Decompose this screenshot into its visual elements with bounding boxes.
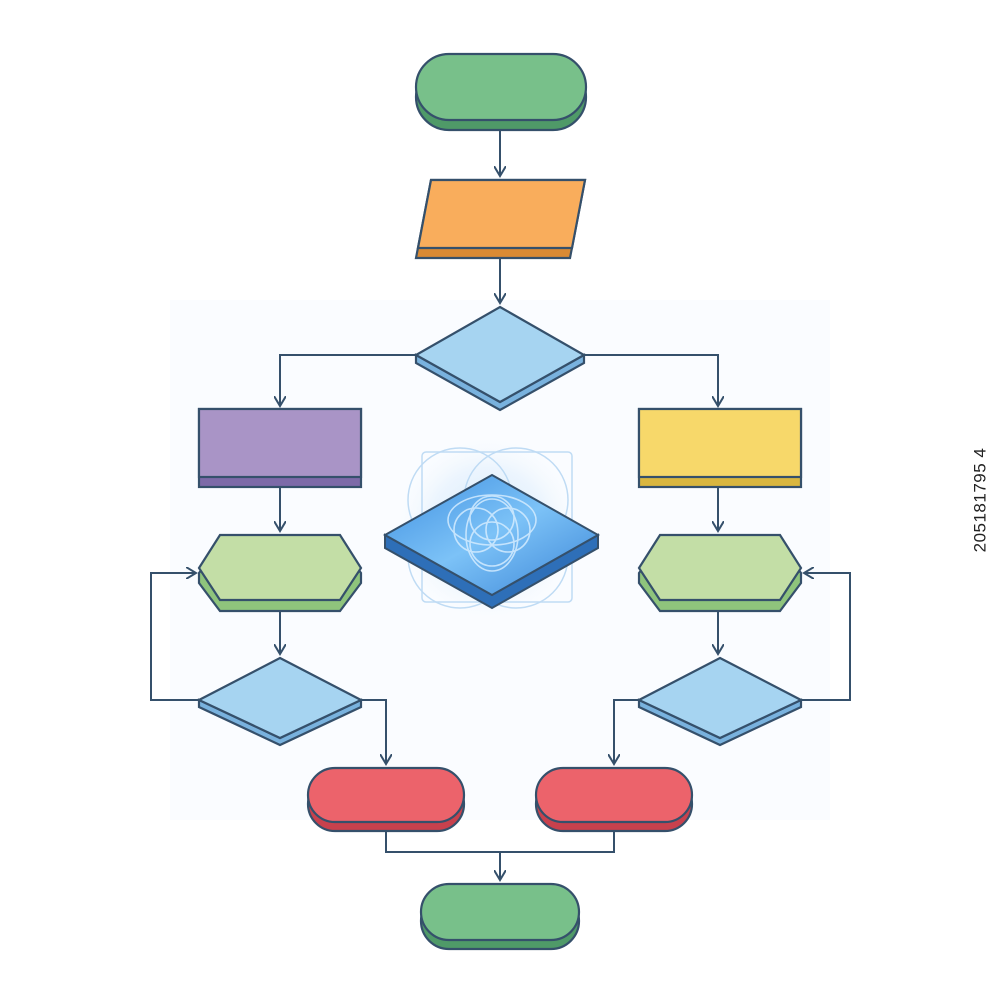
right-decision-diamond bbox=[636, 656, 804, 747]
input-parallelogram bbox=[414, 178, 587, 260]
edge-loop-right bbox=[802, 573, 851, 701]
left-decision-diamond bbox=[196, 656, 364, 747]
edge-decision-end-left bbox=[362, 699, 386, 764]
edge-decision-end-right bbox=[614, 699, 638, 764]
right-process-rectangle bbox=[637, 407, 803, 489]
stock-id-text: 205181795 4 bbox=[970, 447, 989, 553]
edge-end-left-finish bbox=[385, 832, 615, 853]
left-end-terminator bbox=[306, 766, 466, 833]
edge-loop-left bbox=[150, 573, 200, 701]
left-process-rectangle bbox=[197, 407, 363, 489]
stock-id-label: 205181795 4 bbox=[960, 350, 1000, 650]
left-preparation-hexagon bbox=[197, 533, 363, 613]
main-decision-diamond bbox=[413, 305, 587, 412]
right-end-terminator bbox=[534, 766, 694, 833]
edge-decision-left bbox=[280, 354, 416, 406]
edge-decision-right bbox=[584, 354, 718, 406]
right-preparation-hexagon bbox=[637, 533, 803, 613]
isometric-chip-icon bbox=[382, 428, 601, 628]
finish-terminator bbox=[419, 882, 581, 951]
start-terminator bbox=[414, 52, 588, 132]
connectors bbox=[150, 128, 851, 880]
